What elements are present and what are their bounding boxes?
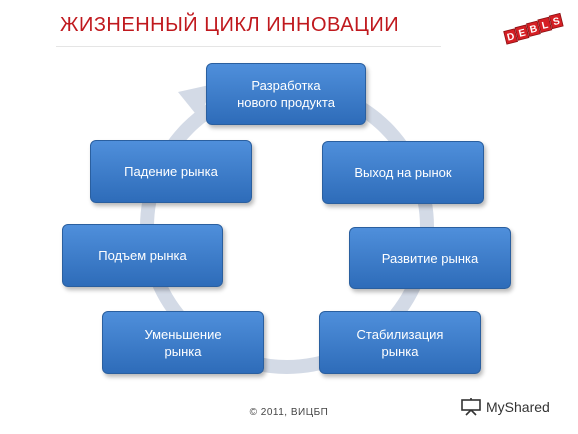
node-market-entry-label: Выход на рынок — [354, 165, 452, 180]
node-stabilization-line2: рынка — [381, 343, 419, 359]
node-market-fall: Падение рынка — [90, 140, 252, 203]
cycle-arrowhead — [178, 84, 214, 118]
svg-text:B: B — [529, 24, 539, 36]
node-market-growth: Развитие рынка — [349, 227, 511, 289]
node-stabilization: Стабилизация рынка — [319, 311, 481, 374]
myshared-watermark[interactable]: MyShared — [461, 397, 550, 417]
node-stabilization-line1: Стабилизация — [356, 326, 444, 342]
node-market-shrinking-line2: рынка — [164, 343, 202, 359]
node-market-rise: Подъем рынка — [62, 224, 223, 287]
svg-text:E: E — [518, 27, 527, 39]
node-market-rise-label: Подъем рынка — [98, 248, 187, 263]
svg-text:D: D — [506, 31, 516, 43]
node-development: Разработка нового продукта — [206, 63, 366, 125]
projector-icon — [461, 398, 481, 416]
logo: D E B L S — [503, 12, 564, 45]
node-development-line1: Разработка — [251, 78, 321, 93]
title-divider — [56, 46, 441, 47]
svg-text:L: L — [541, 20, 550, 32]
node-market-fall-label: Падение рынка — [124, 164, 218, 179]
node-development-line2: нового продукта — [237, 95, 335, 110]
svg-text:S: S — [552, 16, 561, 28]
slide-title: ЖИЗНЕННЫЙ ЦИКЛ ИННОВАЦИИ — [60, 14, 400, 36]
node-market-shrinking: Уменьшение рынка — [102, 311, 264, 374]
copyright: © 2011, ВИЦБП — [249, 407, 329, 418]
watermark-label: MyShared — [486, 399, 550, 415]
node-market-shrinking-line1: Уменьшение — [144, 326, 222, 342]
node-market-entry: Выход на рынок — [322, 141, 484, 204]
node-market-growth-label: Развитие рынка — [381, 250, 479, 266]
